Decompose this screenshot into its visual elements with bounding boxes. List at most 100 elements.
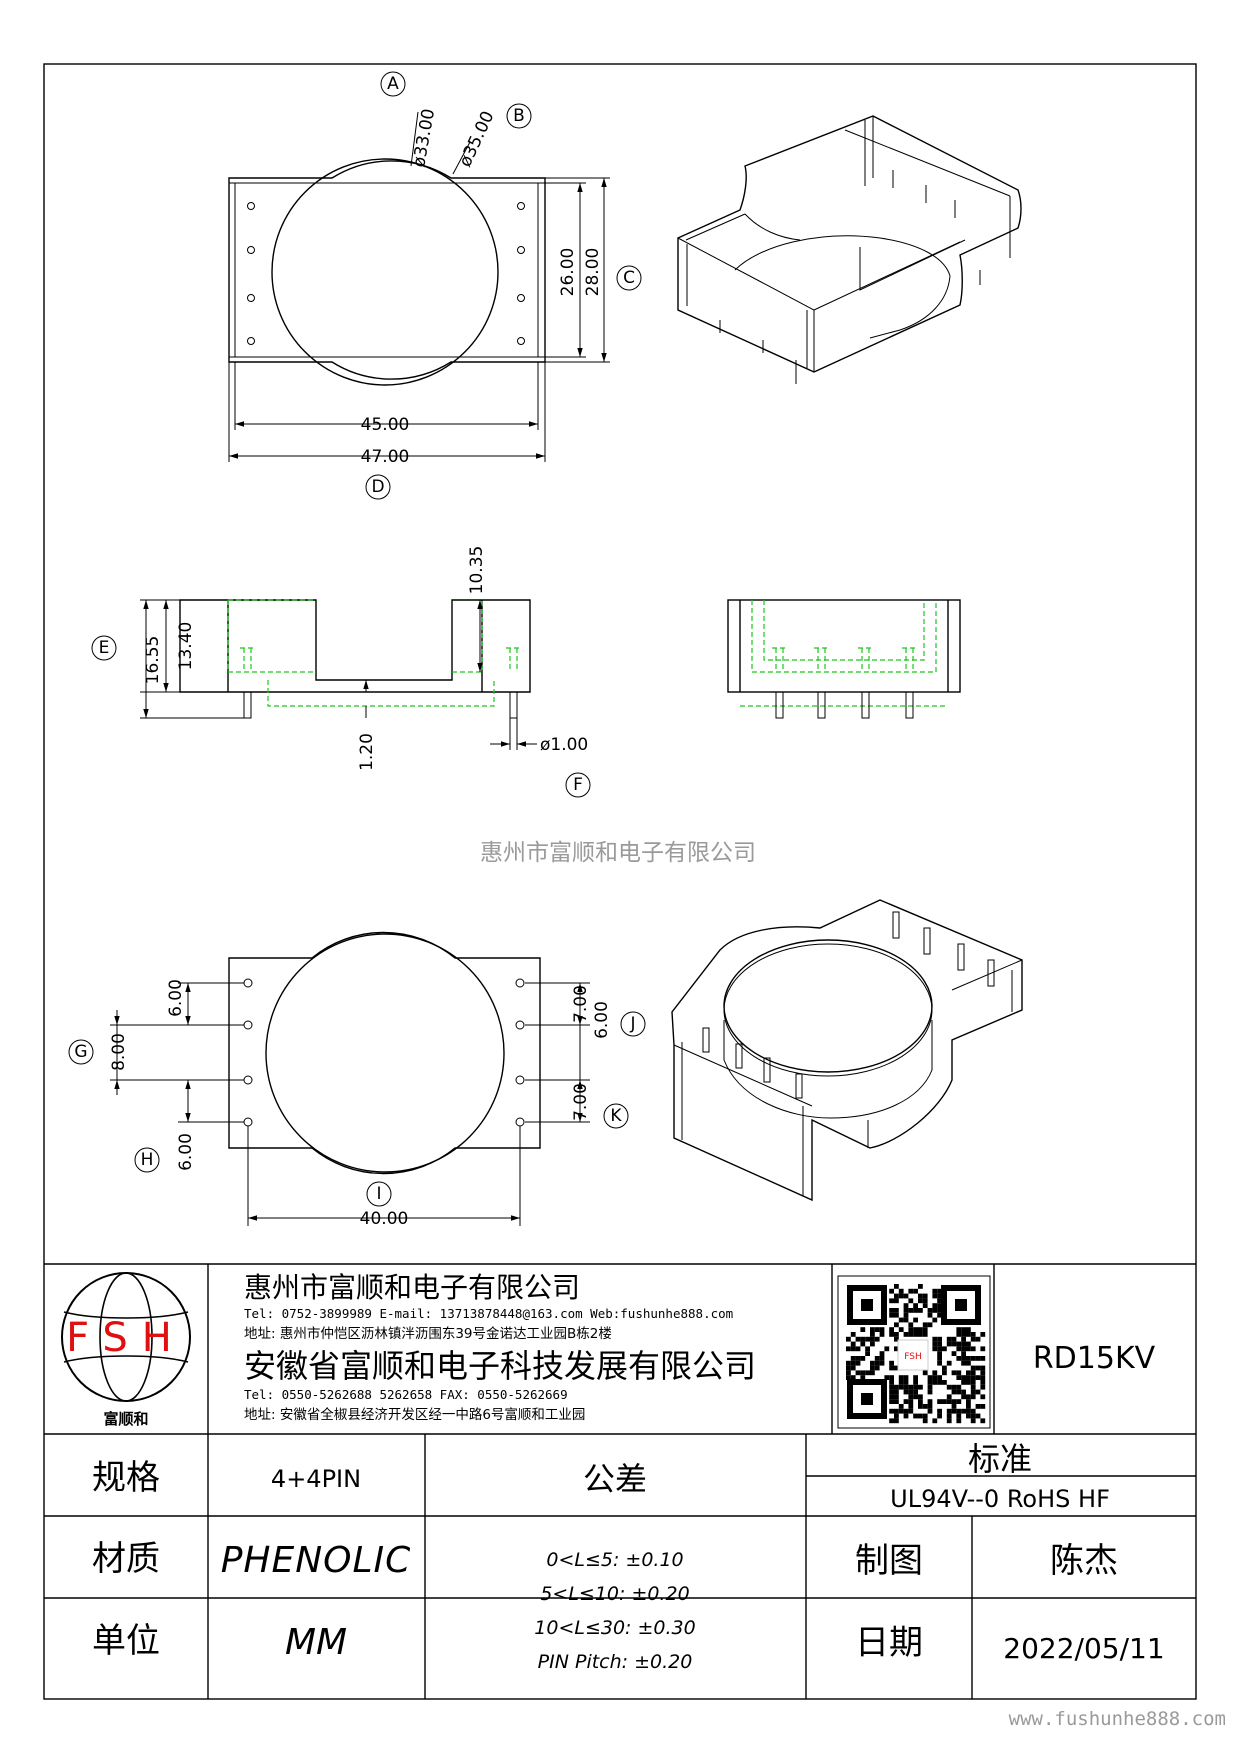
qr-module (870, 1336, 875, 1342)
dim-pin-d: ø1.00 (540, 735, 588, 755)
qr-module (913, 1375, 918, 1380)
qr-module (894, 1336, 899, 1342)
standard-value: UL94V--0 RoHS HF (890, 1485, 1110, 1513)
qr-module (894, 1298, 899, 1304)
qr-module (956, 1341, 962, 1347)
qr-module (961, 1332, 966, 1337)
qr-module (937, 1293, 942, 1299)
qr-module (855, 1356, 861, 1361)
callout-e: E (91, 635, 117, 661)
qr-module (927, 1404, 933, 1409)
qr-module (913, 1288, 918, 1294)
qr-module (927, 1408, 933, 1414)
qr-module (855, 1370, 861, 1376)
material-value: PHENOLIC (221, 1540, 412, 1581)
qr-module (966, 1360, 971, 1366)
callout-c: C (616, 265, 642, 291)
qr-module (980, 1384, 986, 1390)
qr-module (908, 1332, 914, 1337)
qr-module (903, 1384, 909, 1390)
qr-module (942, 1399, 947, 1404)
qr-module (970, 1332, 976, 1337)
callouts: A B C D E F G H I J K (68, 71, 646, 1207)
company2-name: 安徽省富顺和电子科技发展有限公司 (244, 1347, 756, 1385)
qr-module (913, 1327, 918, 1332)
qr-module (898, 1317, 904, 1323)
qr-module (898, 1288, 904, 1294)
dim-40-00: 40.00 (360, 1209, 409, 1229)
qr-module (874, 1336, 880, 1342)
qr-module (966, 1404, 971, 1409)
qr-module (946, 1408, 952, 1414)
qr-module (961, 1360, 966, 1366)
qr-module (946, 1418, 952, 1424)
qr-module (855, 1336, 861, 1342)
qr-module (937, 1308, 942, 1313)
qr-module (951, 1389, 957, 1395)
callout-d: D (365, 474, 391, 500)
company1-contact: Tel: 0752-3899989 E-mail: 13713878448@16… (244, 1306, 733, 1321)
qr-module (889, 1389, 894, 1395)
svg-text:B: B (513, 106, 525, 126)
logo-text: FSH (66, 1315, 186, 1361)
qr-module (937, 1408, 942, 1414)
dim-d33: ø33.00 (409, 107, 439, 169)
dim-8-00: 8.00 (109, 1033, 129, 1071)
qr-module (927, 1380, 933, 1385)
callout-h: H (134, 1147, 160, 1173)
svg-text:C: C (623, 268, 635, 288)
qr-module (922, 1303, 928, 1308)
qr-module (898, 1293, 904, 1299)
callout-f: F (565, 772, 591, 798)
qr-module (966, 1370, 971, 1376)
qr-module (932, 1303, 938, 1308)
qr-module (975, 1375, 981, 1380)
qr-module (956, 1346, 962, 1352)
iso-bottom-view (671, 899, 1023, 1202)
qr-module (961, 1394, 966, 1400)
qr-module (894, 1284, 899, 1289)
qr-module (937, 1380, 942, 1385)
qr-module (884, 1346, 890, 1352)
standard-label: 标准 (968, 1440, 1032, 1478)
qr-module (860, 1336, 866, 1342)
qr-module (846, 1370, 851, 1376)
qr-module (889, 1312, 894, 1318)
qr-module (932, 1346, 938, 1352)
qr-module (951, 1399, 957, 1404)
qr-module (932, 1380, 938, 1385)
qr-module (951, 1408, 957, 1414)
qr-module (946, 1399, 952, 1404)
svg-text:A: A (387, 74, 399, 94)
qr-module (961, 1380, 966, 1385)
qr-module (980, 1332, 986, 1337)
dim-16-55: 16.55 (143, 636, 163, 685)
qr-module (918, 1293, 923, 1299)
qr-module (846, 1360, 851, 1366)
qr-module (913, 1303, 918, 1308)
qr-module (951, 1341, 957, 1347)
qr-module (922, 1293, 928, 1299)
qr-module (879, 1327, 885, 1332)
qr-module (932, 1341, 938, 1347)
svg-text:K: K (610, 1106, 622, 1126)
qr-module (942, 1346, 947, 1352)
qr-module (970, 1389, 976, 1395)
qr-module (894, 1346, 899, 1352)
callout-g: G (68, 1039, 94, 1065)
iso-top-view (677, 115, 1022, 384)
qr-module (961, 1408, 966, 1414)
logo-caption: 富顺和 (103, 1410, 148, 1428)
qr-module (922, 1332, 928, 1337)
watermark-url: www.fushunhe888.com (1009, 1708, 1226, 1730)
qr-caption: FSH (904, 1352, 922, 1362)
qr-module (908, 1399, 914, 1404)
qr-module (894, 1312, 899, 1318)
qr-module (855, 1360, 861, 1366)
dim-d35: ø35.00 (455, 108, 498, 170)
qr-module (870, 1341, 875, 1347)
qr-module (889, 1408, 894, 1414)
qr-module (903, 1399, 909, 1404)
unit-label: 单位 (92, 1621, 160, 1661)
